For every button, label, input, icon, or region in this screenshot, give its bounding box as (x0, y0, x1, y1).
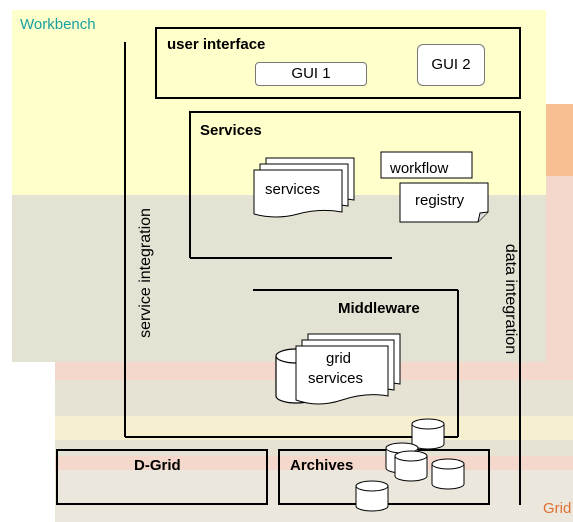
database-icon-4 (431, 458, 465, 490)
gui1-button[interactable]: GUI 1 (255, 62, 367, 86)
dgrid-box (56, 449, 268, 505)
user-interface-box (155, 27, 521, 99)
database-icon-3 (394, 450, 428, 482)
grid-services-label-line1: grid (326, 350, 352, 367)
middleware-title: Middleware (338, 300, 420, 317)
gui2-button[interactable]: GUI 2 (417, 44, 485, 86)
database-icon-5 (355, 480, 389, 512)
registry-label: registry (415, 192, 465, 209)
grid-grey-band-3 (55, 470, 573, 522)
gui1-label: GUI 1 (291, 65, 331, 82)
database-icon-1 (411, 418, 445, 450)
user-interface-title: user interface (167, 36, 266, 53)
archives-title: Archives (290, 457, 354, 474)
workflow-label: workflow (390, 160, 449, 177)
services-title: Services (200, 122, 262, 139)
dgrid-title: D-Grid (134, 457, 181, 474)
workbench-label: Workbench (20, 16, 96, 33)
gui2-label: GUI 2 (431, 56, 471, 73)
services-document-label: services (265, 181, 321, 198)
grid-services-label-line2: services (308, 370, 364, 387)
grid-label: Grid (543, 500, 572, 517)
grid-layer-orange-accent (545, 104, 573, 176)
